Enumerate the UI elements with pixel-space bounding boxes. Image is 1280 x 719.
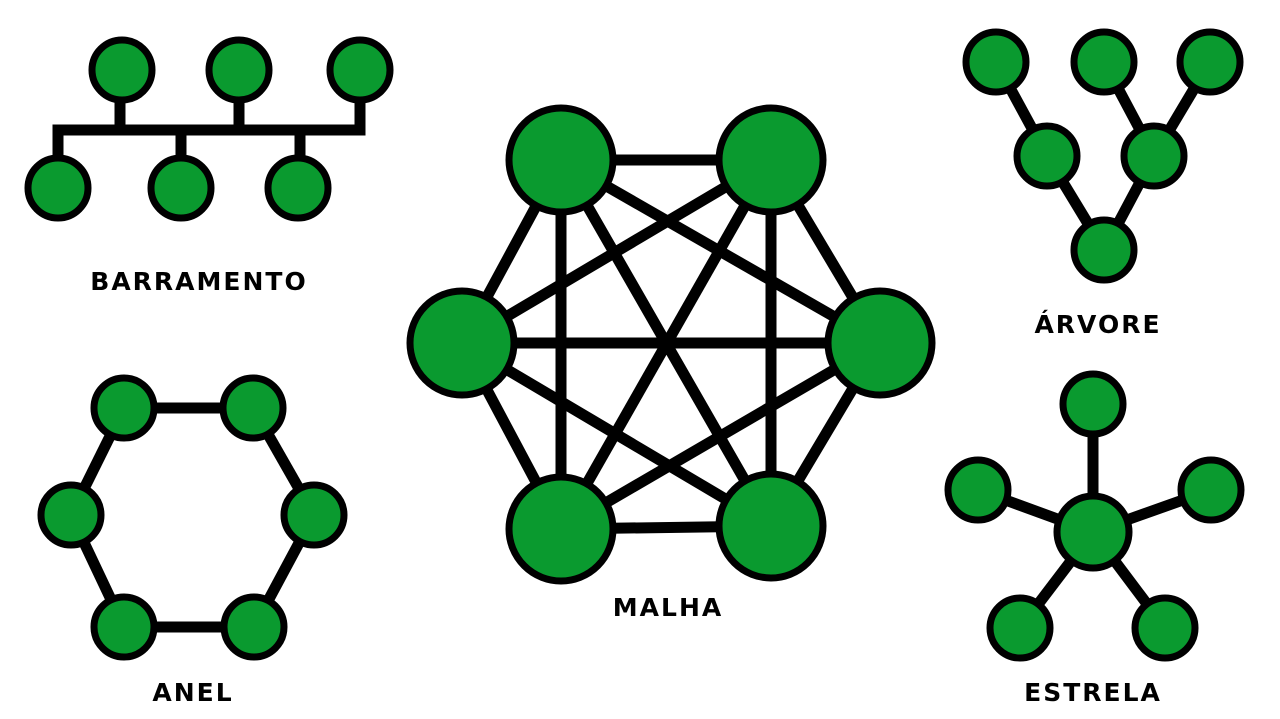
ring-node-4 bbox=[220, 593, 288, 661]
mesh-node-1 bbox=[505, 104, 617, 216]
tree-node-branch-1 bbox=[1013, 122, 1081, 190]
mesh-node-2 bbox=[715, 104, 827, 216]
mesh-link-2-6 bbox=[459, 155, 774, 348]
tree-node-leaf-3 bbox=[1176, 28, 1244, 96]
ring-node-1 bbox=[90, 374, 158, 442]
ring-node-3 bbox=[280, 481, 348, 549]
star-node-3 bbox=[1177, 456, 1245, 524]
tree-node-branch-2 bbox=[1120, 122, 1188, 190]
mesh-link-4-6 bbox=[459, 338, 774, 531]
tree-label: ÁRVORE bbox=[1034, 310, 1161, 339]
tree-node-leaf-2 bbox=[1070, 28, 1138, 96]
tree-node-leaf-1 bbox=[962, 28, 1030, 96]
star-node-4 bbox=[986, 594, 1054, 662]
bus-node-top-1 bbox=[88, 36, 156, 104]
star-node-5 bbox=[1131, 594, 1199, 662]
bus-node-top-3 bbox=[326, 36, 394, 104]
bus-node-bottom-3 bbox=[264, 154, 332, 222]
star-node-2 bbox=[944, 456, 1012, 524]
bus-backbone bbox=[52, 95, 366, 160]
star-node-1 bbox=[1059, 370, 1127, 438]
ring-label: ANEL bbox=[152, 678, 233, 707]
mesh-node-6 bbox=[406, 287, 518, 399]
star-hub bbox=[1053, 492, 1133, 572]
ring-node-5 bbox=[90, 593, 158, 661]
ring-node-2 bbox=[219, 374, 287, 442]
mesh-label: MALHA bbox=[613, 593, 723, 622]
bus-label: BARRAMENTO bbox=[90, 267, 307, 296]
mesh-link-3-5 bbox=[558, 338, 883, 534]
bus-node-bottom-2 bbox=[147, 154, 215, 222]
mesh-node-3 bbox=[824, 287, 936, 399]
mesh-node-5 bbox=[505, 473, 617, 585]
bus-node-top-2 bbox=[205, 36, 273, 104]
ring-node-6 bbox=[37, 481, 105, 549]
tree-node-root bbox=[1070, 216, 1138, 284]
star-label: ESTRELA bbox=[1024, 678, 1162, 707]
nodes-layer bbox=[24, 28, 1245, 662]
bus-node-bottom-1 bbox=[24, 154, 92, 222]
mesh-node-4 bbox=[715, 470, 827, 582]
